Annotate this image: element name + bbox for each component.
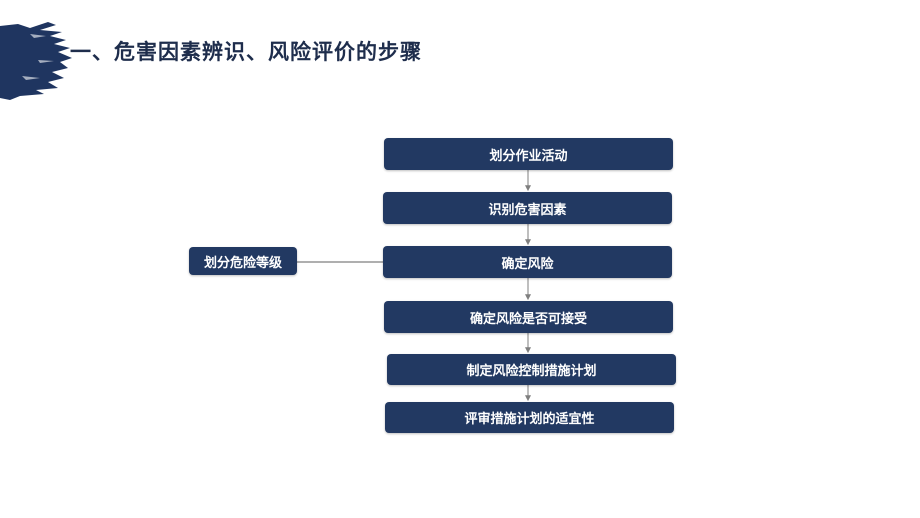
flow-step-5: 制定风险控制措施计划: [387, 354, 676, 385]
flow-side-box: 划分危险等级: [189, 247, 297, 275]
flow-step-3: 确定风险: [383, 246, 672, 278]
page-title: 一、危害因素辨识、风险评价的步骤: [70, 40, 422, 64]
flow-step-1: 划分作业活动: [384, 138, 673, 170]
brush-stroke-decoration: [0, 22, 72, 100]
flow-step-2: 识别危害因素: [383, 192, 672, 224]
flow-step-6: 评审措施计划的适宜性: [385, 402, 674, 433]
flow-step-4: 确定风险是否可接受: [384, 301, 673, 333]
